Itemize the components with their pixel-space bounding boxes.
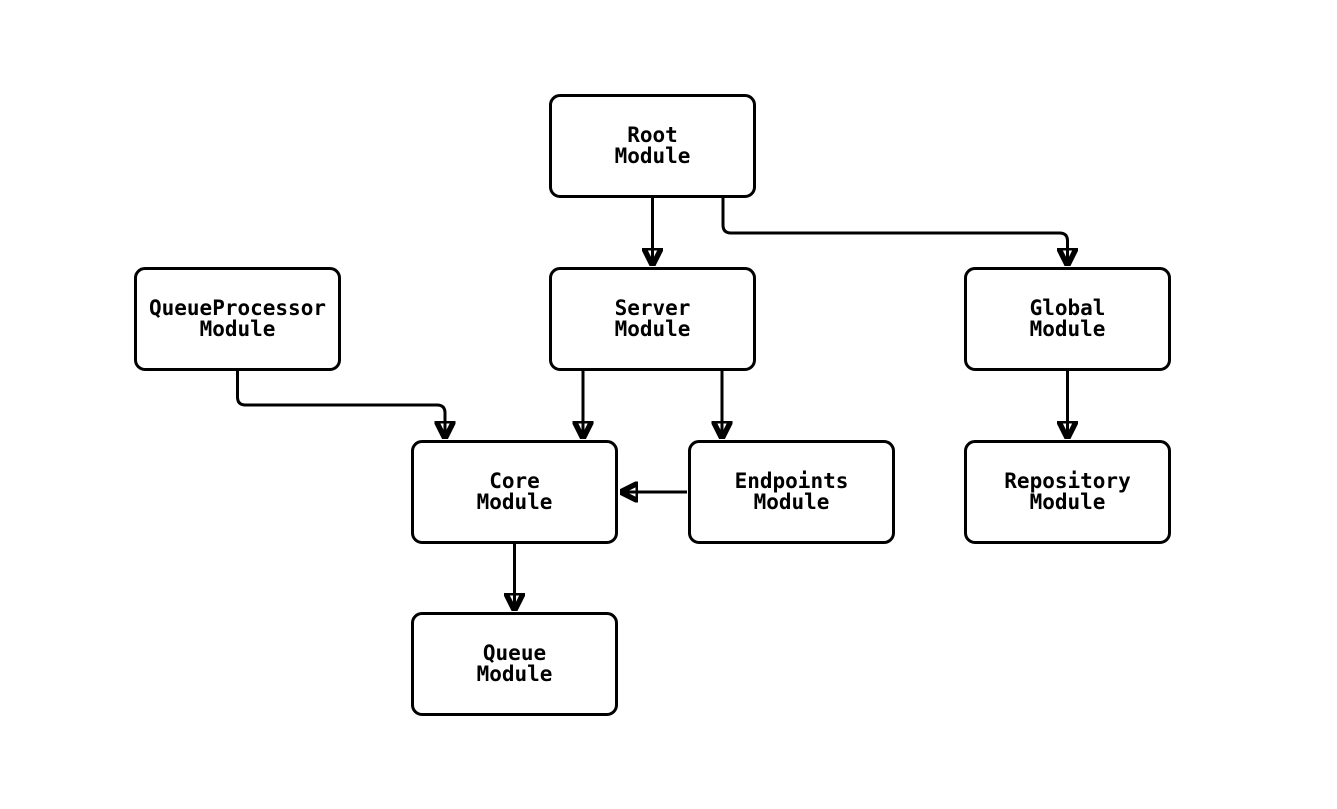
node-label-line2: Module — [753, 490, 830, 514]
node-endpoints-module: Endpoints Module — [688, 440, 895, 544]
node-label-line1: Queue — [482, 640, 547, 665]
node-label-line1: QueueProcessor — [148, 295, 326, 320]
node-label-line2: Module — [476, 490, 553, 514]
node-queue-module: Queue Module — [411, 612, 618, 716]
node-label-line1: Root — [627, 122, 678, 147]
node-label-line2: Module — [614, 317, 691, 341]
node-label-line1: Core — [489, 468, 540, 493]
edge-queueprocessor-to-core — [236, 371, 446, 437]
node-global-module: Global Module — [964, 267, 1171, 371]
node-label-line2: Module — [614, 144, 691, 168]
node-core-module: Core Module — [411, 440, 618, 544]
node-label-line2: Module — [199, 317, 276, 341]
node-label-line1: Server — [614, 295, 691, 320]
node-server-module: Server Module — [549, 267, 756, 371]
node-label-line2: Module — [476, 662, 553, 686]
node-label-line1: Endpoints — [734, 468, 849, 493]
edge-root-to-global — [721, 198, 1068, 264]
node-label-line2: Module — [1029, 317, 1106, 341]
node-label-line1: Repository — [1004, 468, 1131, 493]
node-root-module: Root Module — [549, 94, 756, 198]
node-label-line1: Global — [1029, 295, 1106, 320]
node-label-line2: Module — [1029, 490, 1106, 514]
node-repository-module: Repository Module — [964, 440, 1171, 544]
node-queueprocessor-module: QueueProcessor Module — [134, 267, 341, 371]
